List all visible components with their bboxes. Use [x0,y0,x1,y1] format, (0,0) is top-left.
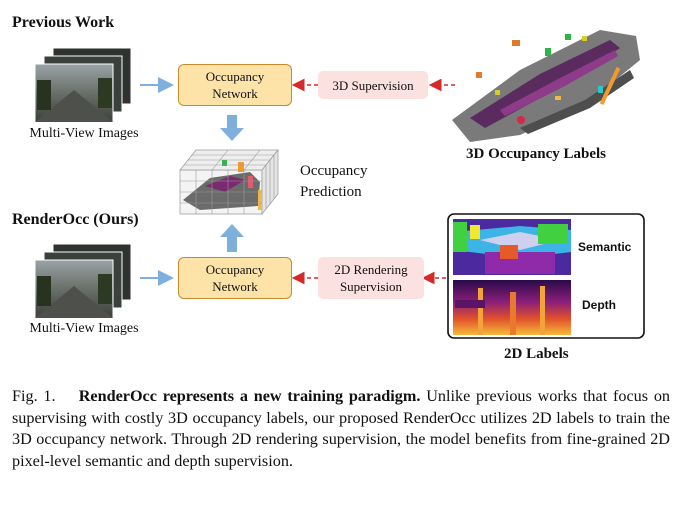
depth-label: Depth [582,298,616,312]
2d-rendering-supervision-label: 2D Rendering Supervision [334,262,408,294]
semantic-label: Semantic [578,240,632,254]
figure-caption: Fig. 1. RenderOcc represents a new train… [12,386,670,472]
occupancy-network-label-bottom: Occupancy Network [205,262,265,294]
3d-occupancy-labels-visual [452,30,640,142]
renderocc-title: RenderOcc (Ours) [12,211,139,228]
figure-number: Fig. 1. [12,387,56,405]
multi-view-images-bottom [34,243,132,319]
multi-view-images-top [34,47,132,123]
arrow-network-to-prediction-bottom [220,224,244,252]
multi-view-images-label-top: Multi-View Images [29,126,139,141]
caption-body: Unlike previous works that focus on supe… [12,387,671,470]
previous-work-title: Previous Work [12,14,115,31]
arrow-network-to-prediction [220,115,244,141]
3d-supervision-label: 3D Supervision [332,77,414,93]
2d-labels-caption: 2D Labels [504,346,569,362]
3d-supervision-box: 3D Supervision [318,71,428,99]
occupancy-prediction-grid [179,149,279,215]
figure-graphics [34,30,645,339]
occupancy-network-box-bottom: Occupancy Network [178,257,292,299]
occupancy-prediction-label: Occupancy Prediction [300,163,368,200]
multi-view-images-label-bottom: Multi-View Images [29,321,139,336]
occupancy-network-label-top: Occupancy Network [205,69,265,101]
caption-bold-text: RenderOcc represents a new training para… [78,387,421,405]
2d-rendering-supervision-box: 2D Rendering Supervision [318,257,424,299]
2d-labels-panel [447,213,645,339]
3d-occupancy-labels-caption: 3D Occupancy Labels [466,146,607,162]
occupancy-network-box-top: Occupancy Network [178,64,292,106]
